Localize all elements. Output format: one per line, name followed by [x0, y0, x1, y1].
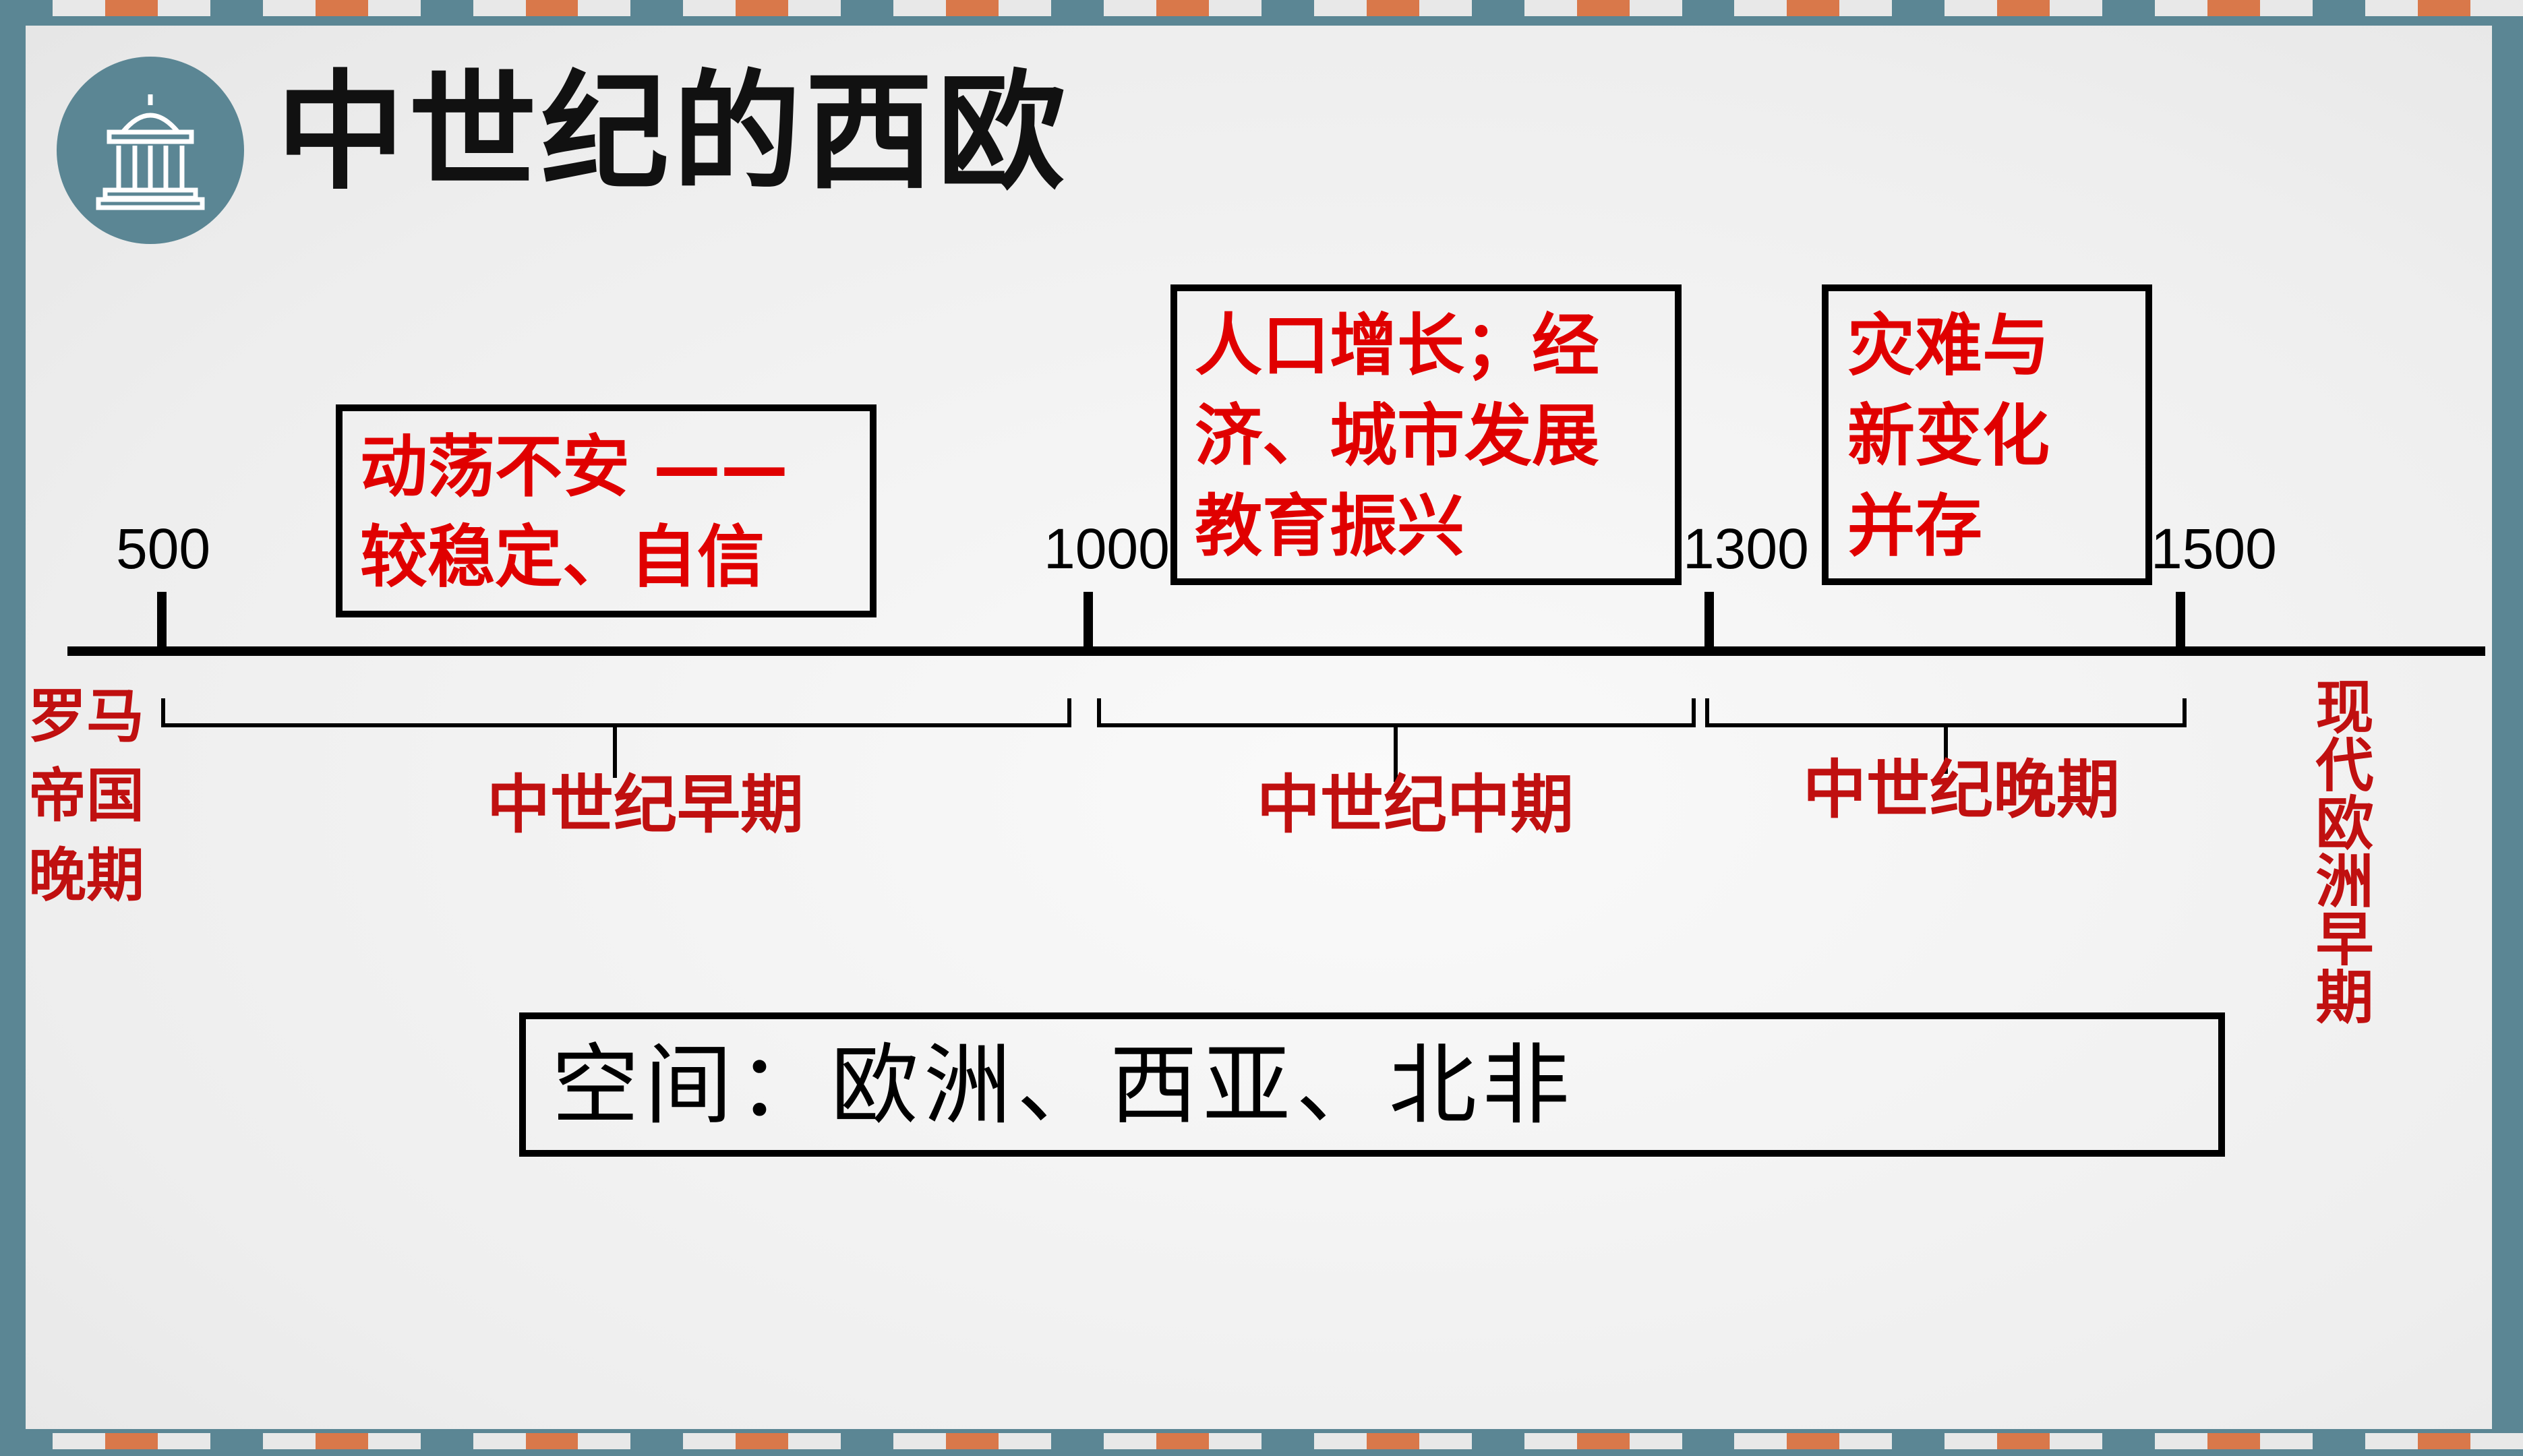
top-stripe-border	[0, 0, 2523, 16]
year-1000: 1000	[1044, 517, 1170, 580]
box-late-frame	[1822, 284, 2152, 585]
brace-late	[1705, 698, 2187, 774]
space-box-frame	[519, 1012, 2225, 1157]
brace-middle	[1097, 698, 1696, 782]
period-high-middle-ages: 中世纪中期	[1257, 768, 1574, 842]
year-1500: 1500	[2151, 517, 2277, 580]
period-late-middle-ages: 中世纪晚期	[1803, 754, 2120, 827]
columned-building-icon	[57, 57, 244, 244]
space-text: 空间：欧洲、西亚、北非	[552, 1034, 1576, 1136]
box-early-frame	[336, 404, 877, 617]
label-early-modern-europe: 现代欧洲早期	[2305, 677, 2373, 1025]
box-early-text: 动荡不安 —— 较稳定、自信	[360, 427, 788, 597]
label-late-roman-empire: 罗马帝国晚期	[28, 683, 144, 909]
period-early-middle-ages: 中世纪早期	[487, 768, 804, 842]
page-title: 中世纪的西欧	[276, 58, 1070, 207]
brace-early	[161, 698, 1071, 778]
bottom-stripe-border	[0, 1433, 2523, 1449]
year-500: 500	[116, 517, 211, 580]
box-middle-frame	[1170, 284, 1682, 585]
year-1300: 1300	[1683, 517, 1809, 580]
box-middle-text: 人口增长；经 济、城市发展 教育振兴	[1195, 306, 1599, 566]
box-late-text: 灾难与 新变化 并存	[1847, 306, 2050, 566]
